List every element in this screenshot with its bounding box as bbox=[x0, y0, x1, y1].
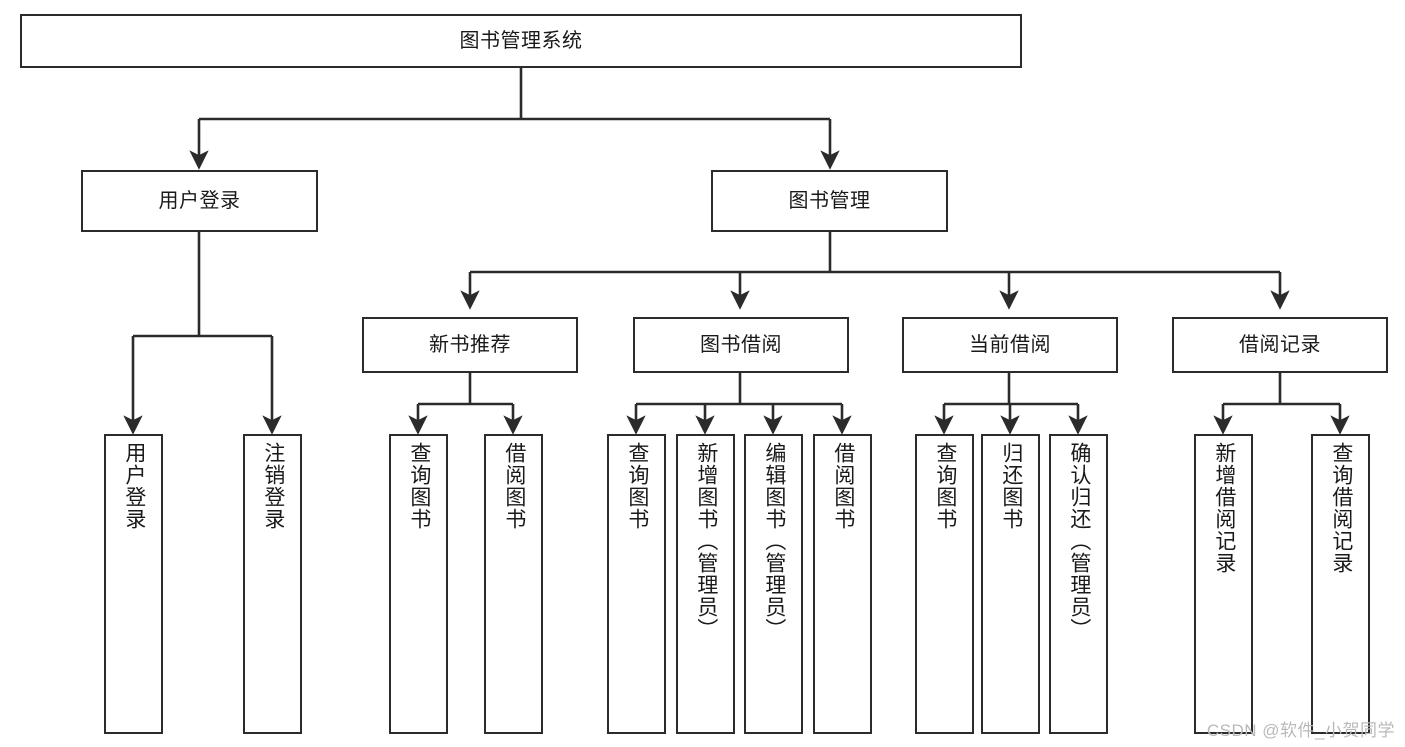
node-leaf-confirm-return-label: 确认归还（管理员） bbox=[1067, 442, 1091, 640]
node-leaf-query-record[interactable]: 查询借阅记录 bbox=[1311, 434, 1370, 734]
node-leaf-query-book-3-label: 查询图书 bbox=[933, 442, 957, 530]
node-leaf-user-login[interactable]: 用户登录 bbox=[104, 434, 163, 734]
node-new-book-recommend-label: 新书推荐 bbox=[429, 333, 511, 356]
node-leaf-user-login-label: 用户登录 bbox=[122, 442, 146, 530]
node-leaf-add-record[interactable]: 新增借阅记录 bbox=[1194, 434, 1253, 734]
node-leaf-logout[interactable]: 注销登录 bbox=[243, 434, 302, 734]
node-root[interactable]: 图书管理系统 bbox=[20, 14, 1022, 68]
node-leaf-logout-label: 注销登录 bbox=[261, 442, 285, 530]
node-current-borrow[interactable]: 当前借阅 bbox=[902, 317, 1118, 373]
node-leaf-borrow-book-1[interactable]: 借阅图书 bbox=[484, 434, 543, 734]
node-leaf-edit-book[interactable]: 编辑图书（管理员） bbox=[744, 434, 803, 734]
node-book-management[interactable]: 图书管理 bbox=[711, 170, 948, 232]
node-leaf-query-book-2[interactable]: 查询图书 bbox=[607, 434, 666, 734]
node-user-login-label: 用户登录 bbox=[158, 189, 241, 212]
node-leaf-borrow-book-2-label: 借阅图书 bbox=[831, 442, 855, 530]
node-leaf-query-book-3[interactable]: 查询图书 bbox=[915, 434, 974, 734]
node-current-borrow-label: 当前借阅 bbox=[969, 333, 1051, 356]
node-leaf-query-book-1[interactable]: 查询图书 bbox=[389, 434, 448, 734]
node-leaf-return-book-label: 归还图书 bbox=[999, 442, 1023, 530]
node-borrow-record-label: 借阅记录 bbox=[1239, 333, 1321, 356]
node-leaf-return-book[interactable]: 归还图书 bbox=[981, 434, 1040, 734]
node-leaf-add-book-label: 新增图书（管理员） bbox=[694, 442, 718, 640]
node-book-management-label: 图书管理 bbox=[788, 189, 871, 212]
node-leaf-borrow-book-2[interactable]: 借阅图书 bbox=[813, 434, 872, 734]
node-leaf-confirm-return[interactable]: 确认归还（管理员） bbox=[1049, 434, 1108, 734]
node-leaf-query-book-1-label: 查询图书 bbox=[407, 442, 431, 530]
node-leaf-query-record-label: 查询借阅记录 bbox=[1329, 442, 1353, 574]
node-leaf-borrow-book-1-label: 借阅图书 bbox=[502, 442, 526, 530]
node-user-login[interactable]: 用户登录 bbox=[81, 170, 318, 232]
node-new-book-recommend[interactable]: 新书推荐 bbox=[362, 317, 578, 373]
node-book-borrow-label: 图书借阅 bbox=[700, 333, 782, 356]
node-leaf-add-book[interactable]: 新增图书（管理员） bbox=[676, 434, 735, 734]
node-book-borrow[interactable]: 图书借阅 bbox=[633, 317, 849, 373]
node-leaf-query-book-2-label: 查询图书 bbox=[625, 442, 649, 530]
node-root-label: 图书管理系统 bbox=[459, 29, 583, 52]
node-borrow-record[interactable]: 借阅记录 bbox=[1172, 317, 1388, 373]
node-leaf-edit-book-label: 编辑图书（管理员） bbox=[762, 442, 786, 640]
node-leaf-add-record-label: 新增借阅记录 bbox=[1212, 442, 1236, 574]
